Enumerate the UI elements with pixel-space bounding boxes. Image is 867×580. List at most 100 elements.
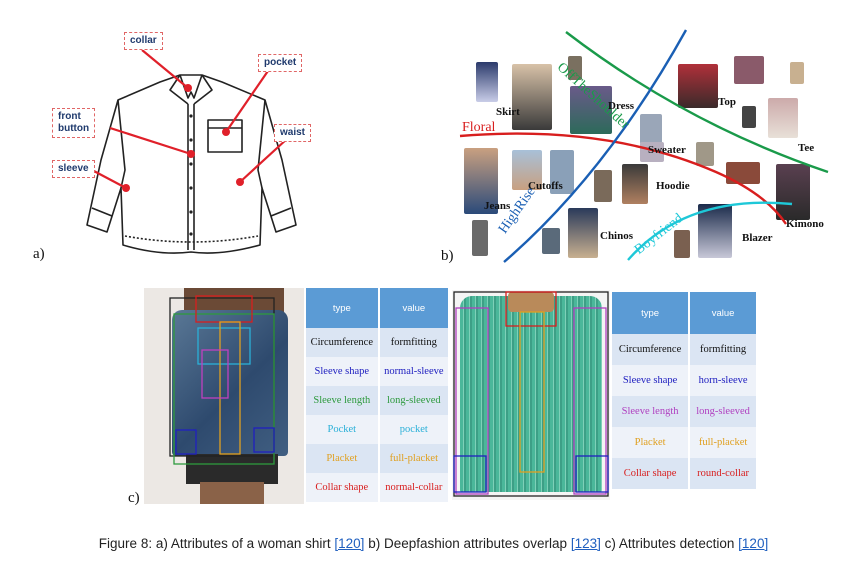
photo-small-1: [568, 56, 582, 80]
panel-a-letter: a): [33, 246, 45, 262]
table-left-cell-type: Pocket: [306, 415, 378, 444]
table-left-cell-type: Sleeve length: [306, 386, 378, 415]
caption-part2: b) Deepfashion attributes overlap: [364, 536, 571, 551]
photo-chinos: [568, 208, 598, 258]
item-label-jeans: Jeans: [484, 200, 511, 212]
photo-denim-shirt: [144, 288, 304, 504]
photo-small-8: [726, 162, 760, 184]
table-right-cell-type: Sleeve length: [612, 396, 689, 427]
item-label-skirt: Skirt: [496, 106, 520, 118]
item-label-blazer: Blazer: [742, 232, 773, 244]
photo-cutoffs: [512, 150, 542, 190]
waist-label: waist: [274, 124, 312, 142]
photo-top: [678, 64, 718, 108]
photo-skirt: [512, 64, 552, 130]
photo-small-10: [542, 228, 560, 254]
photo-kimono: [776, 164, 810, 220]
pocket-label: pocket: [258, 54, 303, 72]
figure-caption: Figure 8: a) Attributes of a woman shirt…: [0, 536, 867, 551]
caption-ref-120-a[interactable]: [120]: [334, 536, 365, 551]
table-left-cell-type: Sleeve shape: [306, 357, 378, 386]
table-right-cell-type: Collar shape: [612, 458, 689, 489]
model-legs: [200, 482, 264, 504]
curve-label-floral: Floral: [462, 120, 496, 135]
shirt-diagram: [86, 49, 297, 254]
photo-hoodie: [622, 164, 648, 204]
embroidered-collar: [508, 292, 554, 312]
front-button-label-line2: button: [58, 123, 90, 134]
panel-b: OffTheShoulder Floral HighRise Boyfriend…: [456, 24, 836, 264]
collar-label: collar: [124, 32, 163, 50]
photo-small-3: [734, 56, 764, 84]
item-label-kimono: Kimono: [786, 218, 824, 230]
table-left-cell-value: full-placket: [379, 444, 448, 473]
photo-jeans: [464, 148, 498, 214]
table-left-cell-type: Circumference: [306, 328, 378, 357]
table-left-header-value: value: [379, 288, 448, 328]
photo-dress: [570, 86, 612, 134]
table-left-cell-type: Placket: [306, 444, 378, 473]
table-right-cell-value: long-sleeved: [690, 396, 756, 427]
item-label-chinos: Chinos: [600, 230, 634, 242]
caption-ref-120-c[interactable]: [120]: [738, 536, 769, 551]
photo-striped-shirt: [452, 290, 610, 500]
table-left-cell-value: normal-sleeve: [379, 357, 448, 386]
front-button-label: front button: [52, 108, 96, 138]
table-right-cell-value: round-collar: [690, 458, 756, 489]
photo-cutoffs-2: [550, 150, 574, 194]
detection-boxes-right: [453, 291, 609, 497]
photo-small-11: [674, 230, 690, 258]
table-left-cell-value: normal-collar: [379, 473, 448, 502]
overlap-curves: [459, 29, 829, 263]
striped-shirt-body: [460, 296, 602, 492]
table-left-cell-value: formfitting: [379, 328, 448, 357]
table-right-cell-type: Sleeve shape: [612, 365, 689, 396]
item-label-dress: Dress: [608, 100, 635, 112]
model-skirt: [186, 454, 278, 484]
photo-small-7: [696, 142, 714, 166]
caption-part3: c) Attributes detection: [600, 536, 739, 551]
photo-sweater: [640, 142, 664, 162]
caption-ref-123[interactable]: [123]: [570, 536, 601, 551]
photo-small-4: [742, 106, 756, 128]
table-left-header-type: type: [306, 288, 378, 328]
panel-c-letter: c): [128, 490, 140, 506]
panel-b-letter: b): [441, 248, 454, 264]
table-right-cell-type: Circumference: [612, 334, 689, 365]
item-label-sweater: Sweater: [648, 144, 686, 156]
item-label-top: Top: [718, 96, 736, 108]
photo-small-2: [640, 114, 662, 144]
item-label-tee: Tee: [798, 142, 815, 154]
item-label-cutoffs: Cutoffs: [528, 180, 563, 192]
table-right-cell-value: formfitting: [690, 334, 756, 365]
table-right-header-value: value: [690, 292, 756, 334]
photo-tee: [768, 98, 798, 138]
table-right-cell-type: Placket: [612, 427, 689, 458]
detection-boxes-left: [169, 295, 275, 465]
photo-small-5: [790, 62, 804, 84]
table-left-cell-value: long-sleeved: [379, 386, 448, 415]
sleeve-label: sleeve: [52, 160, 95, 178]
panel-a: collar pocket front button waist sleeve: [30, 20, 360, 270]
caption-part1: Figure 8: a) Attributes of a woman shirt: [98, 536, 335, 551]
denim-shirt-body: [172, 310, 288, 456]
photo-floral-dress: [476, 62, 498, 102]
table-left-cell-value: pocket: [379, 415, 448, 444]
photo-small-9: [472, 220, 488, 256]
table-right-cell-value: full-placket: [690, 427, 756, 458]
table-right-cell-value: horn-sleeve: [690, 365, 756, 396]
front-button-label-line1: front: [58, 111, 81, 122]
